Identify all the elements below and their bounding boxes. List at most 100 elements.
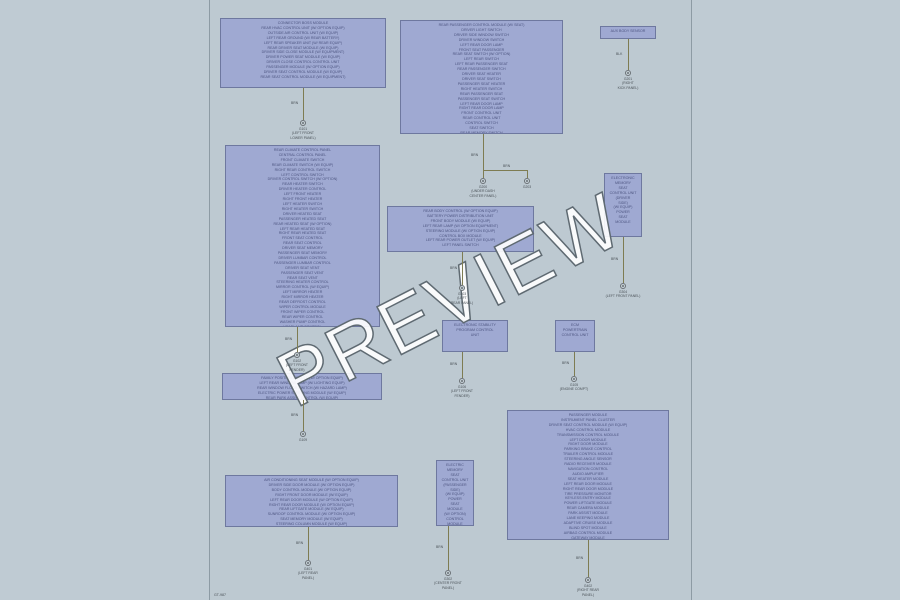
module-line: LEFT MIRROR HEATER	[282, 290, 323, 295]
module-line: ELECTRIC	[446, 463, 464, 467]
ground-symbol-icon	[300, 120, 306, 126]
ground-label-line: (CENTER FRONT	[434, 581, 462, 586]
module-line: INSTRUMENT PANEL CLUSTER	[561, 417, 615, 422]
module-line: PASSENGER HEATED SEAT	[278, 216, 327, 221]
module-line: RIGHT REAR HEATED SEAT	[278, 231, 327, 236]
module-line: DRIVER SEAT MEMORY	[282, 246, 323, 251]
ground-label-line: (LEFT FRONT	[292, 131, 314, 136]
module-line: REAR CLIMATE SWITCH (W/ EQUIP)	[271, 162, 334, 167]
ground-wire	[448, 526, 449, 570]
module-line: CONTROL UNIT	[609, 190, 637, 195]
ground-label-line: G102	[292, 359, 302, 363]
ground-symbol-icon	[524, 178, 530, 184]
module-line: DRIVER SIDE CLOSE MODULE (W/ EQUIPMENT)	[261, 50, 345, 55]
module-line: LEFT REAR LAMP (W/ OPTION EQUIPMENT)	[422, 223, 499, 228]
module-line: RIGHT REAR DOOR LAMP	[459, 106, 504, 111]
module-line: RIGHT HEATER SWITCH	[281, 206, 324, 211]
module-line: DRIVER SEAT CONTROL MODULE (W/ EQUIP)	[548, 422, 628, 427]
ground-label-line: G106	[457, 385, 467, 389]
ground-symbol-icon	[445, 570, 451, 576]
module-line: DRIVER SIDE DOOR MODULE (W/ OPTION EQUIP…	[268, 482, 355, 487]
module-line: REAR WIPER CONTROL	[281, 314, 324, 319]
module-line: (PASSENGER	[443, 482, 467, 487]
module-line: HEADLAMP CONTROL	[283, 324, 322, 327]
module-line: AUX BODY SENSOR	[610, 29, 646, 33]
ground-wire	[623, 237, 624, 283]
module-line: WASHER PUMP CONTROL	[279, 319, 326, 324]
module-line: CONTROL UNIT	[441, 477, 469, 482]
module-line: PASSENGER SEAT HEATER	[457, 81, 506, 86]
module-line: SEAT SWITCH	[469, 126, 494, 131]
ground-symbol-icon	[620, 283, 626, 289]
module-line: FRONT SEAT CONTROL	[282, 236, 323, 241]
module-line: DRIVER SIDE WINDOW SWITCH	[454, 32, 509, 37]
ground-label-line: G402	[583, 584, 593, 588]
module-line: FRONT CLIMATE SWITCH	[280, 157, 325, 162]
module-line: BLIND SPOT MODULE	[569, 525, 607, 530]
module-line: NAVIGATION CONTROL	[567, 466, 609, 471]
module-line: LEFT HEATER SWITCH	[282, 201, 323, 206]
module-line: SEAT	[450, 472, 460, 477]
module-line: ELECTRIC POWER STEERING MODULE (W/ EQUIP…	[257, 390, 347, 395]
module-line: LEFT REAR SPEAKER UNIT (W/ REAR EQUIP)	[264, 40, 342, 45]
module-line: LEFT REAR DOOR MODULE	[564, 481, 612, 486]
module-line: SEAT	[450, 502, 460, 507]
module-line: PARK ASSIST MODULE	[568, 511, 608, 516]
ground-label-line: G401	[303, 567, 313, 571]
wire-color-label: BRN	[611, 257, 619, 261]
module-line: POWER LIFTGATE MODULE	[564, 501, 612, 506]
module-line: DRIVER SEAT SWITCH	[462, 76, 501, 81]
module-line: DRIVER SEAT HEATER	[462, 72, 501, 77]
module-line: LEFT FRONT HEATER	[283, 192, 322, 197]
module-line: REAR SEAT CONTROL	[283, 241, 322, 246]
module-line: (W/ OPTION)	[444, 512, 466, 517]
module-line: DRIVER LIGHT SWITCH	[461, 27, 502, 32]
module-line: FRONT SEAT PASSENGER	[458, 47, 505, 52]
module-box: AUX BODY SENSOR	[600, 26, 656, 39]
module-line: RIGHT DOOR MODULE	[568, 442, 608, 447]
module-line: LEFT REAR GROUND (W/ REAR BATTERY)	[266, 35, 340, 40]
ground-label-line: LOWER PANEL)	[290, 135, 316, 140]
ground-wire	[303, 88, 304, 120]
module-line: GATEWAY MODULE	[571, 535, 605, 540]
module-line: SUNROOF CONTROL MODULE (W/ OPTION EQUIP)	[267, 512, 356, 517]
module-line: POWER	[616, 210, 630, 215]
module-line: MEMORY	[446, 467, 464, 472]
ground-wire	[588, 540, 589, 577]
module-line: KEYLESS ENTRY MODULE	[565, 496, 611, 501]
ground-wire	[574, 352, 575, 376]
module-line: AIR CONDITIONING SEAT MODULE (W/ OPTION …	[264, 478, 359, 482]
module-line: CONTROL	[446, 516, 464, 521]
ground-wire	[297, 327, 298, 352]
module-line: MEMORY	[614, 180, 632, 185]
module-line: SIDE)	[618, 200, 628, 205]
module-line: LEFT REAR DOOR MODULE (W/ OPTION EQUIP)	[270, 497, 353, 502]
module-line: REAR CAMERA MODULE	[566, 506, 610, 511]
module-line: LEFT REAR DOOR LAMP	[460, 42, 503, 47]
module-line: REAR HEATER SWITCH	[282, 182, 323, 187]
module-line: REAR LIFTGATE MODULE (W/ EQUIP)	[279, 507, 344, 512]
module-line: BODY CONTROL MODULE (W/ OPTION EQUIP)	[271, 487, 352, 492]
ground-label-line: G109	[298, 438, 308, 442]
ground-label-line: (RIGHT	[622, 81, 634, 86]
module-line: DRIVER LUMBAR CONTROL	[278, 255, 327, 260]
ground-label-line: FENDER)	[454, 393, 470, 398]
wire-color-label: BRN	[291, 101, 299, 105]
ground-symbol-icon	[585, 577, 591, 583]
module-line: DRIVER POWER SEAT MODULE (W/ EQUIP)	[265, 55, 341, 60]
module-line: CONNECTOR BOSS MODULE	[277, 21, 329, 25]
module-line: AUDIO AMPLIFIER	[572, 471, 604, 476]
module-line: REAR DRIVER SEAT MODULE (W/ EQUIP)	[267, 45, 339, 50]
ground-label: G105(ENGINE COMPT)	[560, 383, 588, 392]
module-line: STEERING COLUMN MODULE (W/ EQUIP)	[275, 522, 348, 527]
